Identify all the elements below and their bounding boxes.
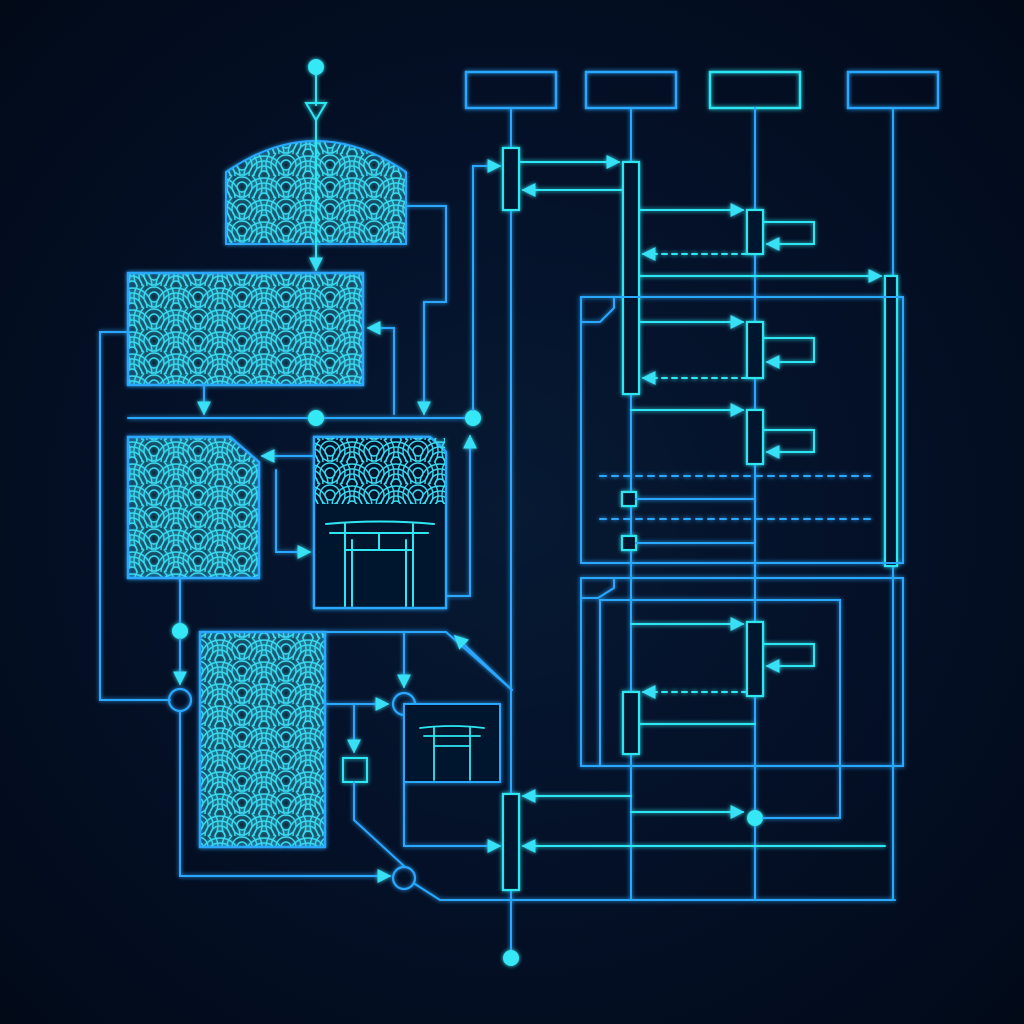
junction-dot-icon	[172, 623, 188, 639]
wave-block-left-middle	[126, 435, 261, 580]
lifelines	[503, 107, 894, 966]
lifeline-header-4	[846, 70, 940, 110]
lifeline-header-1	[464, 70, 558, 110]
lifeline-header-2	[584, 70, 678, 110]
torii-gate-icon	[419, 725, 485, 781]
bus-to-lifeline-link	[472, 159, 502, 411]
torii-panel-large	[312, 435, 448, 610]
top-input-node	[304, 59, 328, 122]
junction-dot-icon	[503, 950, 519, 966]
wave-block-tall	[198, 630, 327, 849]
merge-bus	[127, 384, 481, 426]
fragment-alt-lower	[580, 577, 904, 819]
activation-bars	[501, 146, 899, 892]
left-outer-loop	[99, 331, 171, 701]
junction-dot-icon	[747, 810, 763, 826]
junction-dot-icon	[465, 410, 481, 426]
torii-panel-small	[403, 703, 502, 853]
junction-dot-icon	[308, 410, 324, 426]
wave-block-top	[225, 119, 407, 272]
left-junction-chain	[167, 577, 392, 883]
wave-block-wide	[126, 271, 365, 387]
panel-cross-links	[260, 434, 477, 597]
lifeline-header-3	[708, 70, 802, 110]
torii-gate-icon	[325, 520, 435, 607]
messages	[518, 155, 886, 853]
fragment-loop-upper	[580, 296, 904, 564]
lower-connector	[199, 631, 896, 901]
feedback-loop-top	[366, 205, 447, 416]
